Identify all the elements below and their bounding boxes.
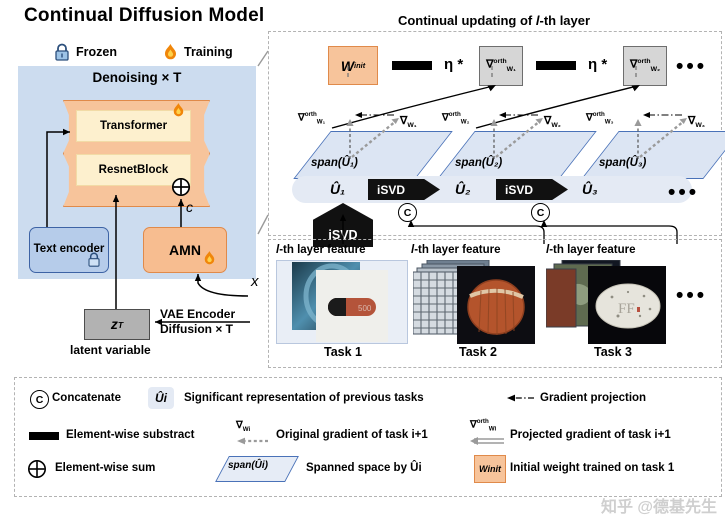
task-3-caption: l-th layer feature bbox=[546, 244, 636, 256]
legend-sum-label: Element-wise sum bbox=[55, 462, 156, 474]
update-title-b: l bbox=[535, 13, 540, 28]
legend-w-init-icon: Winit bbox=[474, 455, 506, 483]
frozen-label: Frozen bbox=[76, 45, 117, 59]
page-title: Continual Diffusion Model bbox=[24, 5, 265, 26]
legend-gradient-projection-icon bbox=[507, 394, 534, 402]
grad1-base: ∇ bbox=[486, 58, 494, 71]
legend-projected-gradient-icon: ∇orthWi bbox=[466, 418, 508, 446]
update-panel-title: Continual updating of l-th layer bbox=[268, 13, 720, 28]
update-title-c: -th layer bbox=[539, 13, 591, 28]
legend-panel bbox=[14, 377, 722, 497]
legend-u-hat-icon: Ûi bbox=[148, 387, 174, 409]
task-panel bbox=[268, 239, 722, 368]
transformer-block[interactable]: Transformer bbox=[76, 110, 191, 142]
span-u2-label: span(Û₂) bbox=[455, 157, 503, 169]
legend-original-gradient-label: Original gradient of task i+1 bbox=[276, 429, 428, 441]
legend-original-gradient-icon: ∇Wi bbox=[232, 420, 272, 446]
legend-sum-icon bbox=[27, 459, 47, 479]
task-2-photo bbox=[457, 266, 535, 344]
legend-w-init-label: Initial weight trained on task 1 bbox=[510, 462, 675, 474]
grad2-base: ∇ bbox=[629, 58, 638, 71]
amn-flame-icon bbox=[203, 250, 216, 271]
task-panel-ellipsis: ••• bbox=[676, 284, 708, 307]
svg-text:500: 500 bbox=[358, 304, 372, 313]
update-row-ellipsis: ••• bbox=[676, 55, 708, 78]
grad-col-2-orig-label: ∇W₂ bbox=[544, 115, 561, 130]
amn-box[interactable]: AMN bbox=[143, 227, 227, 273]
w-init-subscript: init bbox=[354, 61, 366, 70]
u-sequence-bar bbox=[292, 176, 692, 203]
task-2-name: Task 2 bbox=[459, 345, 497, 359]
grad-orth-w1-box[interactable]: ∇orthW₁ bbox=[479, 46, 523, 86]
isvd-arrow-2[interactable]: iSVD bbox=[496, 179, 568, 200]
latent-caption: latent variable bbox=[70, 343, 151, 357]
task-card-1[interactable]: l-th layer feature 500 Task 1 bbox=[274, 244, 412, 362]
unet-flame-icon bbox=[172, 102, 185, 123]
grad-col-1-orig-label: ∇W₁ bbox=[400, 115, 417, 130]
grad-col-3-proj-label: ∇orthW₃ bbox=[586, 111, 614, 126]
u3-label: Û₃ bbox=[582, 181, 598, 197]
span-u1-label: span(Û₁) bbox=[311, 157, 358, 169]
watermark: 知乎 @德基先生 bbox=[600, 499, 717, 516]
task-3-name: Task 3 bbox=[594, 345, 632, 359]
isvd-arrow-1[interactable]: iSVD bbox=[368, 179, 440, 200]
training-label: Training bbox=[184, 45, 233, 59]
legend-span-label: Spanned space by Ûi bbox=[306, 462, 422, 474]
svg-text:FF: FF bbox=[618, 301, 635, 317]
grad-col-1-proj-label: ∇orthW₁ bbox=[298, 111, 326, 126]
legend-projected-gradient-label: Projected gradient of task i+1 bbox=[510, 429, 671, 441]
grad-col-3-orig-label: ∇W₃ bbox=[688, 115, 705, 130]
grad-col-2-proj-label: ∇orthW₂ bbox=[442, 111, 470, 126]
legend-subtract-label: Element-wise substract bbox=[66, 429, 195, 441]
eta-multiplier-1: η * bbox=[444, 56, 464, 73]
frozen-lock-icon bbox=[53, 42, 71, 62]
update-title-a: Continual updating of bbox=[397, 13, 536, 28]
vae-line-2: Diffusion × T bbox=[160, 321, 233, 336]
task-2-caption: l-th layer feature bbox=[411, 244, 501, 256]
text-encoder-lock-icon bbox=[87, 252, 101, 272]
task-3-photo: FF bbox=[588, 266, 666, 344]
latent-superscript: T bbox=[117, 319, 124, 330]
grad1-sub: W₁ bbox=[506, 65, 516, 73]
task-1-name: Task 1 bbox=[324, 345, 362, 359]
u1-label: Û₁ bbox=[330, 181, 346, 197]
concatenate-icon-1: C bbox=[398, 203, 417, 222]
vae-line-1: VAE Encoder bbox=[160, 307, 236, 321]
task-card-2[interactable]: l-th layer feature Task 2 bbox=[409, 244, 547, 362]
eta-multiplier-2: η * bbox=[588, 56, 608, 73]
element-wise-subtract-icon-2 bbox=[536, 61, 576, 70]
grad2-sub: W₂ bbox=[650, 65, 661, 73]
w-init-symbol: W bbox=[340, 57, 355, 74]
span-u3-label: span(Û₃) bbox=[599, 157, 647, 169]
latent-symbol: z bbox=[110, 316, 118, 333]
circled-plus-icon bbox=[171, 177, 191, 197]
element-wise-subtract-icon-1 bbox=[392, 61, 432, 70]
grad1-sup: orth bbox=[493, 57, 507, 65]
vae-encoder-label: VAE Encoder Diffusion × T bbox=[160, 307, 235, 336]
grad2-sup: orth bbox=[637, 57, 651, 65]
task-card-3[interactable]: l-th layer feature FF Task 3 bbox=[544, 244, 682, 362]
legend-concatenate-icon: C bbox=[30, 390, 49, 409]
input-x-label: x bbox=[251, 273, 259, 290]
legend-span-icon: span(Ûi) bbox=[215, 456, 299, 482]
training-flame-icon bbox=[161, 42, 179, 62]
concatenate-icon-2: C bbox=[531, 203, 550, 222]
task-1-caption: l-th layer feature bbox=[276, 244, 366, 256]
denoising-title: Denoising × T bbox=[92, 70, 182, 85]
condition-label: c bbox=[186, 199, 193, 215]
legend-concatenate-label: Concatenate bbox=[52, 392, 122, 404]
legend-subtract-icon bbox=[29, 432, 59, 440]
legend-significant-representation-label: Significant representation of previous t… bbox=[184, 392, 424, 404]
task-1-photo: 500 bbox=[316, 270, 388, 342]
u-bar-ellipsis: ••• bbox=[668, 181, 700, 204]
u2-label: Û₂ bbox=[455, 181, 471, 197]
resnet-block[interactable]: ResnetBlock bbox=[76, 154, 191, 186]
legend-gradient-projection-label: Gradient projection bbox=[540, 392, 647, 404]
grad-orth-w2-box[interactable]: ∇orthW₂ bbox=[623, 46, 667, 86]
